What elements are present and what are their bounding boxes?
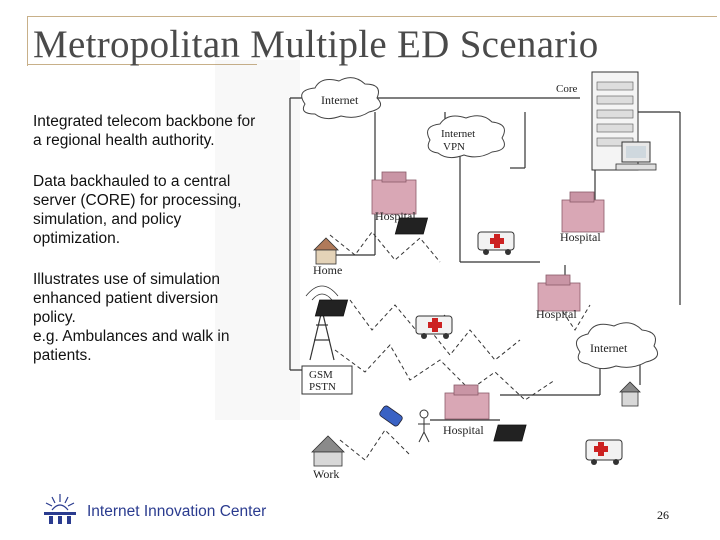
vpn-cloud-label-1: Internet [441,128,475,140]
core-server-icon: Core [556,72,656,170]
footer-org-name: Internet Innovation Center [87,503,266,521]
mobile-phone-icon [379,405,404,427]
vpn-cloud-label-2: VPN [443,141,465,153]
internet-cloud-top: Internet [302,78,381,119]
work-label: Work [313,467,339,481]
hospital-building-1: Hospital [372,172,416,223]
ambulance-3 [494,425,622,465]
internet-cloud-right: Internet [576,323,657,369]
ambulance-1 [395,218,514,255]
home-house-icon: Home [313,238,342,277]
work-building-icon: Work [312,436,344,481]
hospital-label-2: Hospital [560,230,601,244]
gsm-label: GSM [309,369,333,381]
hospital-building-2: Hospital [560,192,604,244]
hospital-label-4: Hospital [443,423,484,437]
hospital-building-4: Hospital [443,385,489,437]
hospital-building-3: Hospital [536,275,580,321]
core-label: Core [556,83,578,95]
vpn-cloud: Internet VPN [428,116,505,158]
ambulance-2 [315,300,452,339]
watermark [215,60,300,420]
internet-right-label: Internet [590,341,628,355]
walk-in-patient-icon [418,410,430,442]
internet-cloud-label: Internet [321,93,359,107]
page-number: 26 [657,508,669,523]
gsm-pstn-box: GSM PSTN [302,366,352,394]
cell-tower-icon [306,286,338,360]
pstn-label: PSTN [309,381,336,393]
house-icon-right [620,382,640,406]
hospital-label-3: Hospital [536,307,577,321]
home-label: Home [313,263,342,277]
iic-logo [40,490,80,526]
